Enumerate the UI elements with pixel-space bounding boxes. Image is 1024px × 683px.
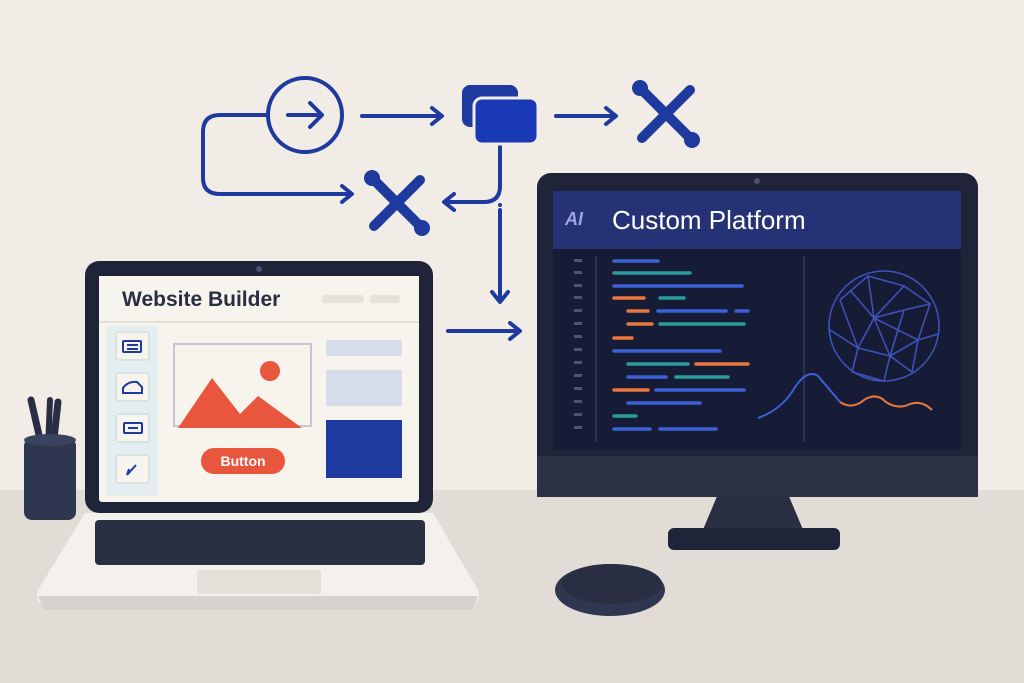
waveform-graphic: [757, 373, 933, 419]
monitor: [537, 173, 978, 550]
mouse: [555, 564, 665, 616]
builder-title: Website Builder: [122, 288, 281, 311]
platform-logo: AI: [565, 209, 583, 229]
laptop: [37, 261, 479, 610]
platform-title: Custom Platform: [612, 205, 806, 235]
flow-connector: [444, 143, 502, 204]
flow-arrowhead: [340, 184, 354, 204]
form-icon: [115, 413, 150, 443]
folders-icon: [462, 85, 540, 146]
tools-icon: [632, 80, 700, 148]
pen-holder: [24, 396, 76, 520]
arrow-right-circle-icon: [266, 76, 344, 154]
network-sphere-graphic: [828, 270, 940, 382]
tools-icon: [364, 170, 430, 236]
shape-icon: [115, 372, 150, 402]
line-numbers: [574, 259, 582, 429]
flow-arrowhead: [490, 290, 510, 304]
image-icon: [178, 361, 302, 428]
layout-icon: [115, 331, 150, 361]
flow-arrowhead: [508, 321, 522, 341]
code-editor: [612, 259, 750, 431]
flow-arrowhead: [604, 106, 618, 126]
builder-button[interactable]: Button: [220, 453, 266, 469]
flow-diagram: [201, 106, 618, 341]
flow-arrowhead: [442, 192, 456, 212]
builder-button-shape: [201, 448, 285, 474]
flow-arrowhead: [430, 106, 444, 126]
pen-icon: [115, 454, 150, 484]
flow-connector: [201, 113, 352, 196]
